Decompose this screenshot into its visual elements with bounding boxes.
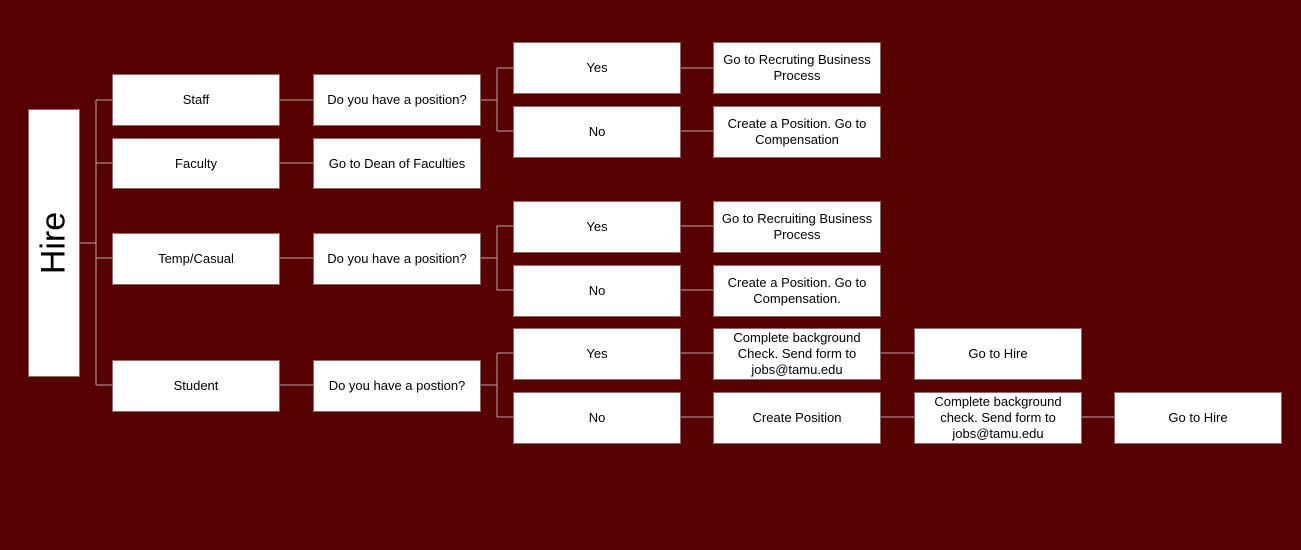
staff-yes-node: Yes	[513, 42, 681, 94]
student-yes-result-node: Complete background Check. Send form to …	[713, 328, 881, 380]
temp-yes-result-node: Go to Recruiting Business Process	[713, 201, 881, 253]
student-yes-node: Yes	[513, 328, 681, 380]
staff-no-result-node: Create a Position. Go to Compensation	[713, 106, 881, 158]
staff-question-node: Do you have a position?	[313, 74, 481, 126]
temp-question-node: Do you have a position?	[313, 233, 481, 285]
faculty-node: Faculty	[112, 138, 280, 189]
student-yes-final-node: Go to Hire	[914, 328, 1082, 380]
hire-root-label: Hire	[34, 211, 73, 275]
student-no-node: No	[513, 392, 681, 444]
student-node: Student	[112, 360, 280, 412]
student-question-node: Do you have a postion?	[313, 360, 481, 412]
temp-no-result-node: Create a Position. Go to Compensation.	[713, 265, 881, 317]
student-no-result-node: Create Position	[713, 392, 881, 444]
student-no-final-node: Go to Hire	[1114, 392, 1282, 444]
temp-casual-node: Temp/Casual	[112, 233, 280, 285]
student-no-background-node: Complete background check. Send form to …	[914, 392, 1082, 444]
staff-no-node: No	[513, 106, 681, 158]
staff-node: Staff	[112, 74, 280, 126]
hire-root-node: Hire	[28, 109, 80, 377]
faculty-dean-node: Go to Dean of Faculties	[313, 138, 481, 189]
staff-yes-result-node: Go to Recruting Business Process	[713, 42, 881, 94]
temp-yes-node: Yes	[513, 201, 681, 253]
temp-no-node: No	[513, 265, 681, 317]
